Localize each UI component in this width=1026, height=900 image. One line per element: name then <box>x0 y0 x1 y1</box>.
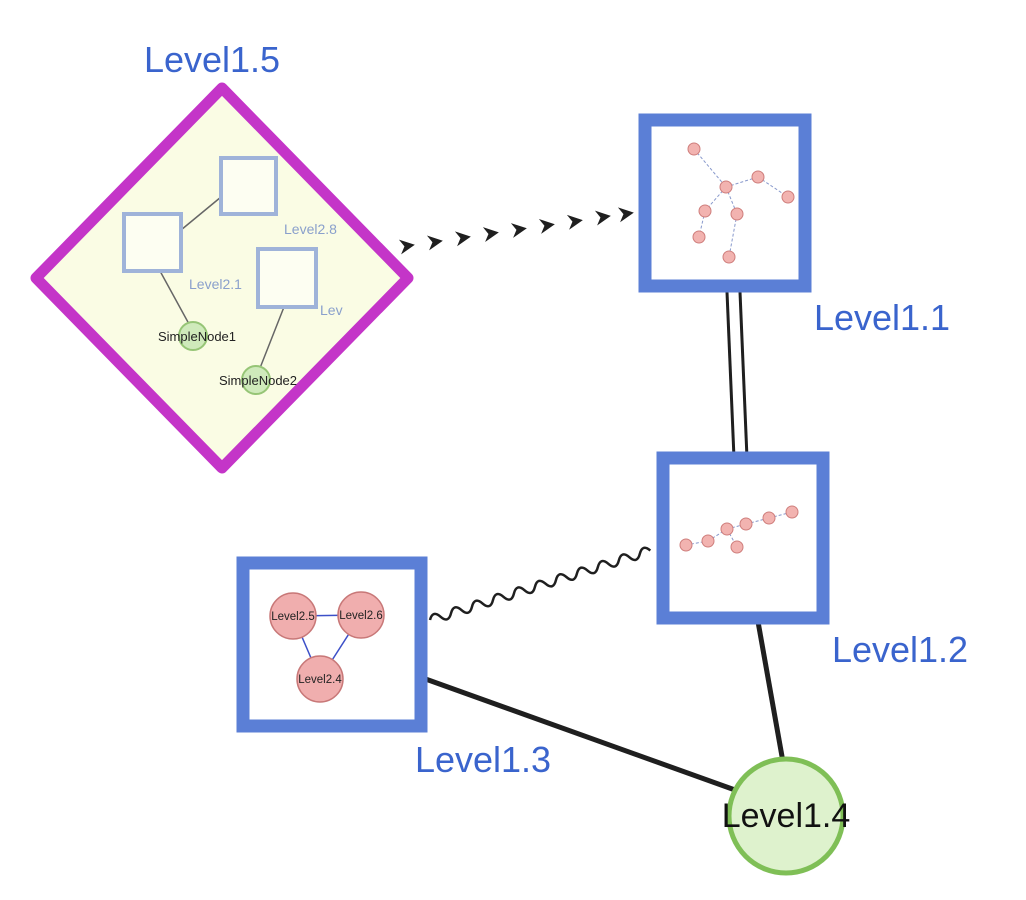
node-level1_4-shape[interactable] <box>726 756 846 876</box>
edge-level1_2-level1_4[interactable] <box>754 615 786 763</box>
inner-edge <box>159 270 190 325</box>
arrow-dash <box>454 229 472 247</box>
mini-node[interactable] <box>687 142 701 156</box>
node-level1_3-shape[interactable] <box>236 556 428 733</box>
node-level2_x-label: Lev <box>320 302 343 318</box>
arrow-dash <box>482 224 500 243</box>
node-level1_5-title: Level1.5 <box>144 39 280 80</box>
mini-node[interactable] <box>730 540 744 554</box>
node-level2_1-label: Level2.1 <box>189 276 242 292</box>
node-simple_node_2-label: SimpleNode2 <box>219 373 297 388</box>
mini-node[interactable] <box>698 204 712 218</box>
mini-node[interactable] <box>762 511 776 525</box>
mini-node[interactable] <box>701 534 715 548</box>
arrow-dash <box>538 216 556 234</box>
node-simple_node_1-label: SimpleNode1 <box>158 329 236 344</box>
node-level1_5[interactable]: Level2.8 Level2.1 Lev SimpleNode1 Simple… <box>30 82 414 474</box>
node-level2_5-shape[interactable] <box>269 592 317 640</box>
mini-node[interactable] <box>739 517 753 531</box>
mini-node[interactable] <box>692 230 706 244</box>
node-level1_2-title: Level1.2 <box>832 629 968 670</box>
wavy-path <box>428 546 652 621</box>
node-level2_4-label: Level2.4 <box>298 674 342 686</box>
node-level2_5-label: Level2.5 <box>271 611 314 623</box>
node-level2_6-shape[interactable] <box>337 591 385 639</box>
edge-line <box>738 291 749 459</box>
node-level1_4[interactable]: Level1.4 <box>722 756 851 876</box>
node-level2_x-shape[interactable] <box>256 247 318 309</box>
arrow-dash <box>617 205 635 223</box>
node-level1_2[interactable] <box>656 451 830 625</box>
mini-node[interactable] <box>679 538 693 552</box>
node-level1_1-title: Level1.1 <box>814 297 950 338</box>
edge-level1_1-level1_2[interactable] <box>725 291 749 459</box>
node-level1_3[interactable]: Level2.5 Level2.6 Level2.4 <box>236 556 428 733</box>
arrow-dash <box>426 233 444 251</box>
mini-node[interactable] <box>719 180 733 194</box>
mini-node[interactable] <box>720 522 734 536</box>
node-simple_node_1-shape[interactable] <box>178 321 208 351</box>
arrow-dash <box>398 237 416 255</box>
arrow-dash <box>594 208 612 226</box>
mini-node[interactable] <box>751 170 765 184</box>
node-level2_8-shape[interactable] <box>219 156 278 216</box>
node-level2_6-label: Level2.6 <box>339 610 382 622</box>
mini-node[interactable] <box>785 505 799 519</box>
node-level1_3-title: Level1.3 <box>415 739 551 780</box>
inner-edge <box>259 306 285 369</box>
node-level2_1-shape[interactable] <box>122 212 183 273</box>
node-level2_4-shape[interactable] <box>296 655 344 703</box>
mini-node[interactable] <box>722 250 736 264</box>
edge-level1_3-level1_2[interactable] <box>428 546 652 624</box>
arrow-dash <box>566 212 584 230</box>
edge-level1_5-level1_1[interactable] <box>398 205 635 255</box>
node-level1_2-shape[interactable] <box>656 451 830 625</box>
mini-node[interactable] <box>781 190 795 204</box>
node-level1_4-label: Level1.4 <box>722 797 851 835</box>
node-level1_1[interactable] <box>638 113 812 293</box>
arrow-dash <box>510 220 528 238</box>
mini-node[interactable] <box>730 207 744 221</box>
inner-edge <box>180 196 222 231</box>
edge-level1_3-level1_4[interactable] <box>419 674 750 798</box>
node-simple_node_2-shape[interactable] <box>241 365 271 395</box>
node-level1_5-shape[interactable] <box>30 82 414 474</box>
edge-line <box>725 291 736 459</box>
node-level2_8-label: Level2.8 <box>284 221 337 237</box>
